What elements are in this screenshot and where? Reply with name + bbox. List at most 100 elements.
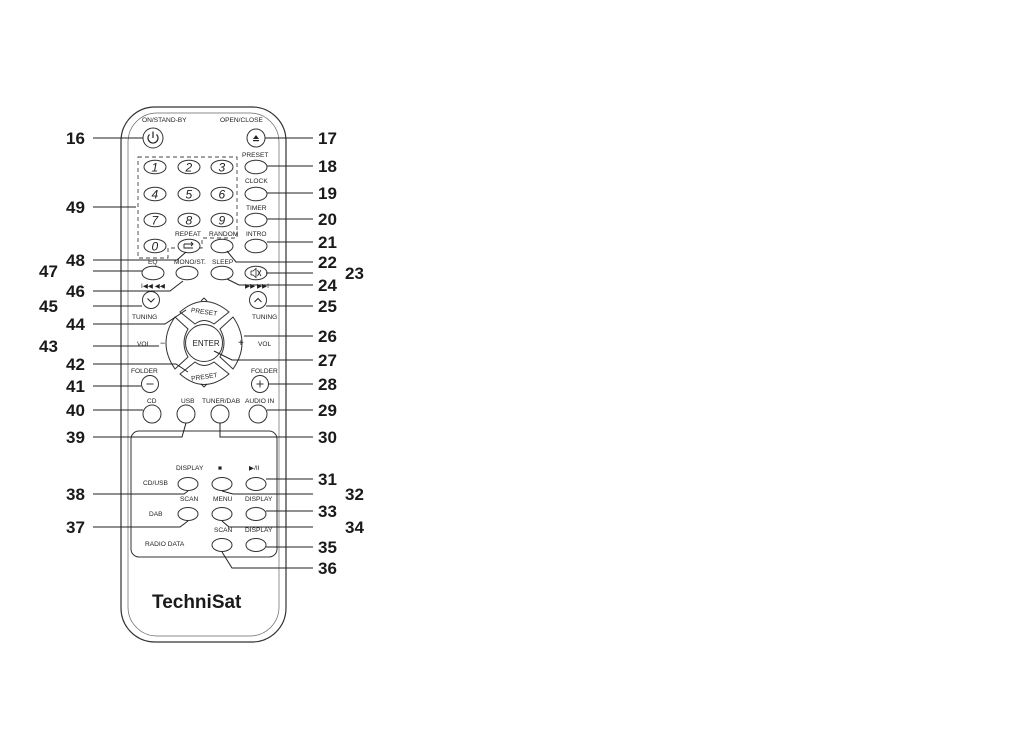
callout-43: 43 — [39, 337, 58, 356]
callout-23: 23 — [345, 264, 364, 283]
callout-35: 35 — [318, 538, 337, 557]
svg-text:4: 4 — [152, 188, 159, 202]
enter-label: ENTER — [193, 339, 220, 348]
digit-button-6[interactable]: 6 — [210, 186, 234, 202]
callout-26: 26 — [318, 327, 337, 346]
callout-22: 22 — [318, 253, 337, 272]
scan-dab-label: SCAN — [180, 496, 199, 503]
skip-forward-label: ▶▶ ▶▶I — [245, 283, 269, 290]
power-icon — [147, 134, 159, 144]
callout-30: 30 — [318, 428, 337, 447]
sleep-button[interactable] — [210, 265, 234, 281]
callout-16: 16 — [66, 129, 85, 148]
preset-button[interactable] — [244, 159, 268, 175]
repeat-label: REPEAT — [175, 231, 201, 238]
folder-plus-button[interactable] — [251, 375, 269, 393]
open-close-label: OPEN/CLOSE — [220, 117, 263, 124]
svg-text:0: 0 — [152, 240, 159, 254]
folder-minus-button[interactable] — [141, 375, 159, 393]
preset-down-button[interactable] — [179, 361, 230, 385]
scan-dab-button[interactable] — [177, 507, 199, 521]
digit-button-9[interactable]: 9 — [210, 212, 234, 228]
vol-up-button[interactable] — [219, 316, 243, 370]
tuning-down-button[interactable] — [142, 291, 160, 309]
vol-down-button[interactable] — [165, 316, 189, 370]
callout-42: 42 — [66, 355, 85, 374]
svg-text:2: 2 — [185, 161, 193, 175]
callout-40: 40 — [66, 401, 85, 420]
display-dab-button[interactable] — [245, 507, 267, 521]
callout-19: 19 — [318, 184, 337, 203]
preset-up-label: PRESET — [190, 307, 217, 318]
digit-button-3[interactable]: 3 — [210, 159, 234, 175]
display-rds-label: DISPLAY — [245, 527, 273, 534]
menu-button[interactable] — [211, 507, 233, 521]
callout-47: 47 — [39, 262, 58, 281]
scan-rds-label: SCAN — [214, 527, 233, 534]
callouts-right: 16 17 18 19 20 21 22 23 24 25 26 27 28 2… — [66, 129, 364, 578]
svg-text:5: 5 — [186, 188, 193, 202]
tuner-dab-button[interactable] — [210, 404, 230, 424]
callout-25: 25 — [318, 297, 337, 316]
intro-button[interactable] — [244, 238, 268, 254]
digit-button-4[interactable]: 4 — [143, 186, 167, 202]
remote-body-inner — [127, 112, 280, 637]
digit-button-5[interactable]: 5 — [177, 186, 201, 202]
chevron-up-icon — [200, 297, 208, 302]
svg-text:1: 1 — [152, 161, 159, 175]
cd-usb-label: CD/USB — [143, 480, 169, 487]
preset-label: PRESET — [242, 152, 268, 159]
chevron-down-icon — [147, 298, 155, 303]
digit-button-0[interactable]: 0 — [143, 238, 167, 254]
mono-st-button[interactable] — [175, 265, 199, 281]
svg-text:8: 8 — [186, 214, 193, 228]
digit-button-2[interactable]: 2 — [177, 159, 201, 175]
eq-button[interactable] — [141, 265, 165, 281]
svg-text:6: 6 — [219, 188, 226, 202]
vol-right-label: VOL — [258, 341, 272, 348]
callout-36: 36 — [318, 559, 337, 578]
callout-46: 46 — [66, 282, 85, 301]
tuning-up-button[interactable] — [249, 291, 267, 309]
display-dab-label: DISPLAY — [245, 496, 273, 503]
callout-48: 48 — [66, 251, 85, 270]
callout-20: 20 — [318, 210, 337, 229]
timer-label: TIMER — [246, 205, 267, 212]
enter-button[interactable] — [185, 324, 223, 362]
callout-leaders — [93, 137, 313, 569]
tuner-dab-label: TUNER/DAB — [202, 398, 241, 405]
numpad-frame — [137, 156, 238, 259]
open-close-button[interactable] — [246, 128, 266, 148]
play-pause-button[interactable] — [245, 477, 267, 491]
display-cd-button[interactable] — [177, 477, 199, 491]
timer-button[interactable] — [244, 212, 268, 228]
menu-label: MENU — [213, 496, 233, 503]
intro-label: INTRO — [246, 231, 267, 238]
digit-button-7[interactable]: 7 — [143, 212, 167, 228]
mute-icon — [250, 267, 262, 279]
cd-button[interactable] — [142, 404, 162, 424]
scan-rds-button[interactable] — [211, 538, 233, 552]
audio-in-label: AUDIO IN — [245, 398, 275, 405]
dab-label: DAB — [149, 511, 163, 518]
preset-up-button[interactable] — [179, 301, 230, 325]
random-button[interactable] — [210, 238, 234, 254]
audio-in-button[interactable] — [248, 404, 268, 424]
stop-button[interactable] — [211, 477, 233, 491]
mute-button[interactable] — [244, 265, 268, 281]
digit-button-8[interactable]: 8 — [177, 212, 201, 228]
digit-button-1[interactable]: 1 — [143, 159, 167, 175]
power-button[interactable] — [142, 127, 164, 149]
usb-button[interactable] — [176, 404, 196, 424]
callout-27: 27 — [318, 351, 337, 370]
clock-button[interactable] — [244, 186, 268, 202]
preset-down-label: PRESET — [191, 372, 218, 383]
repeat-button[interactable] — [177, 238, 201, 254]
display-rds-button[interactable] — [245, 538, 267, 552]
callout-37: 37 — [66, 518, 85, 537]
callout-34: 34 — [345, 518, 364, 537]
callout-45: 45 — [39, 297, 58, 316]
vol-plus-label: + — [238, 338, 244, 349]
callout-49: 49 — [66, 198, 85, 217]
